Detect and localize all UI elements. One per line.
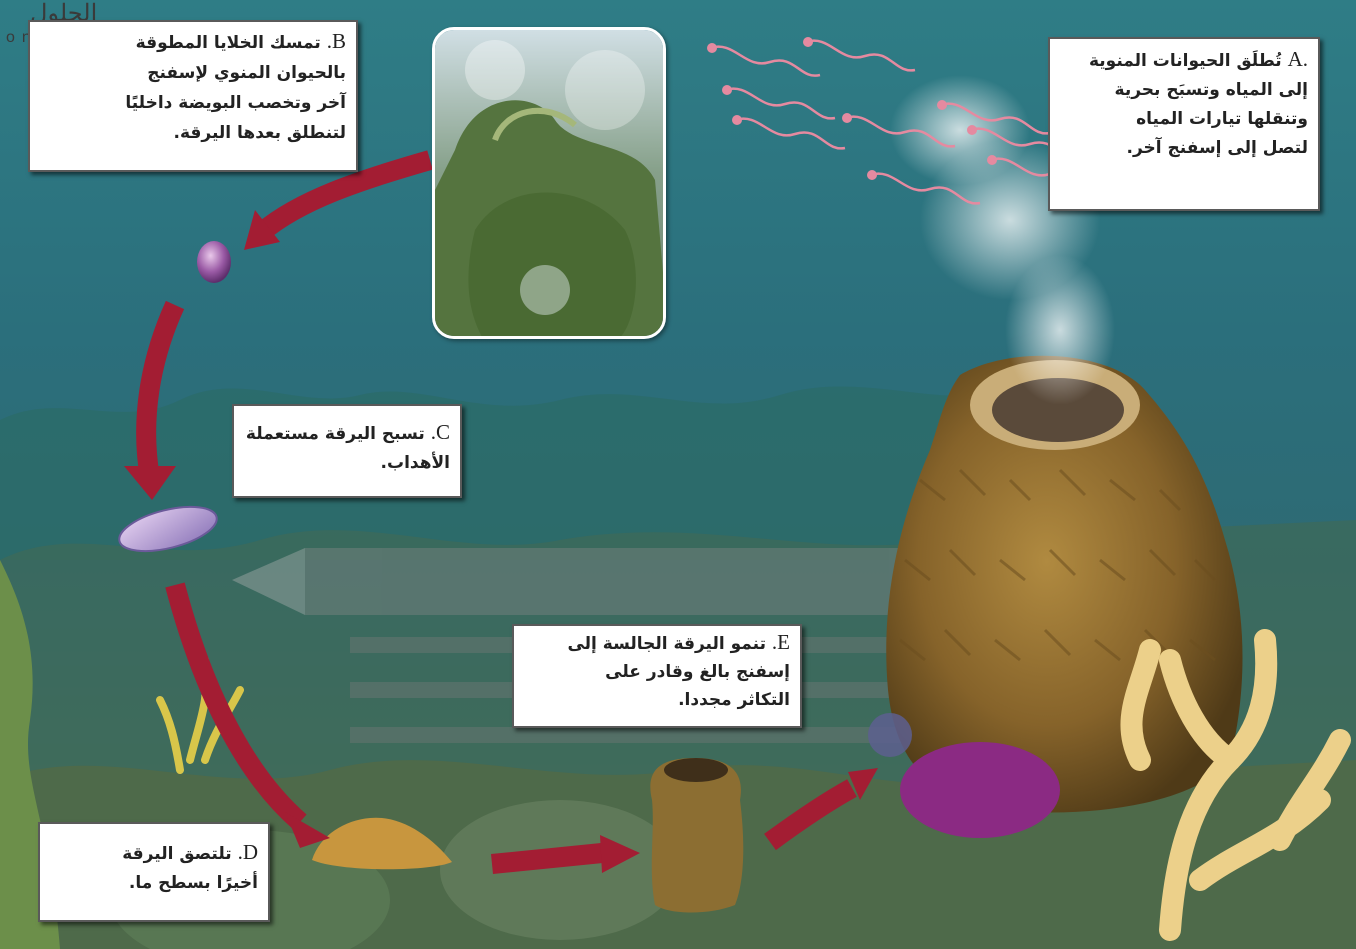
label-d-line-1: تلتصق اليرقة <box>122 844 231 864</box>
label-d-letter: D. <box>238 840 258 864</box>
label-a-line-2: إلى المياه وتسبَح بحرية <box>1060 76 1308 105</box>
label-e-letter: E. <box>772 630 790 654</box>
label-d: D. تلتصق اليرقة أخيرًا بسطح ما. <box>38 822 270 922</box>
label-a-letter: A. <box>1288 47 1308 71</box>
label-b-line-2: بالحيوان المنوي لإسفنج <box>40 58 346 88</box>
label-a-line-1: تُطلَق الحيوانات المنوية <box>1089 51 1282 71</box>
label-b: B. تمسك الخلايا المطوقة بالحيوان المنوي … <box>28 20 358 172</box>
label-c-line-1: تسبح اليرقة مستعملة <box>246 424 425 444</box>
label-c: C. تسبح اليرقة مستعملة الأهداب. <box>232 404 462 498</box>
label-a-line-3: وتنقلها تيارات المياه <box>1060 105 1308 134</box>
label-a: A. تُطلَق الحيوانات المنوية إلى المياه و… <box>1048 37 1320 211</box>
rock-middle <box>440 800 680 940</box>
blue-anemone <box>868 713 912 757</box>
sponge-photo <box>432 27 666 339</box>
egg-cell <box>197 241 231 283</box>
label-d-line-2: أخيرًا بسطح ما. <box>50 869 258 898</box>
label-b-line-3: آخر وتخصب البويضة داخليًا <box>40 88 346 118</box>
label-b-line-4: لتنطلق بعدها اليرقة. <box>40 118 346 148</box>
arrow-settled-to-young <box>492 853 602 864</box>
label-c-line-2: الأهداب. <box>244 449 450 478</box>
label-e-line-3: التكاثر مجددا. <box>524 686 790 714</box>
label-e: E. تنمو اليرقة الجالسة إلى إسفنج بالغ وق… <box>512 624 802 728</box>
young-sponge-osculum <box>664 758 728 782</box>
label-a-line-4: لتصل إلى إسفنج آخر. <box>1060 134 1308 163</box>
label-e-line-1: تنمو اليرقة الجالسة إلى <box>567 634 766 654</box>
label-e-line-2: إسفنج بالغ وقادر على <box>524 658 790 686</box>
label-b-letter: B. <box>327 29 346 53</box>
purple-coral <box>900 742 1060 838</box>
label-b-line-1: تمسك الخلايا المطوقة <box>136 33 321 53</box>
label-c-letter: C. <box>431 420 450 444</box>
